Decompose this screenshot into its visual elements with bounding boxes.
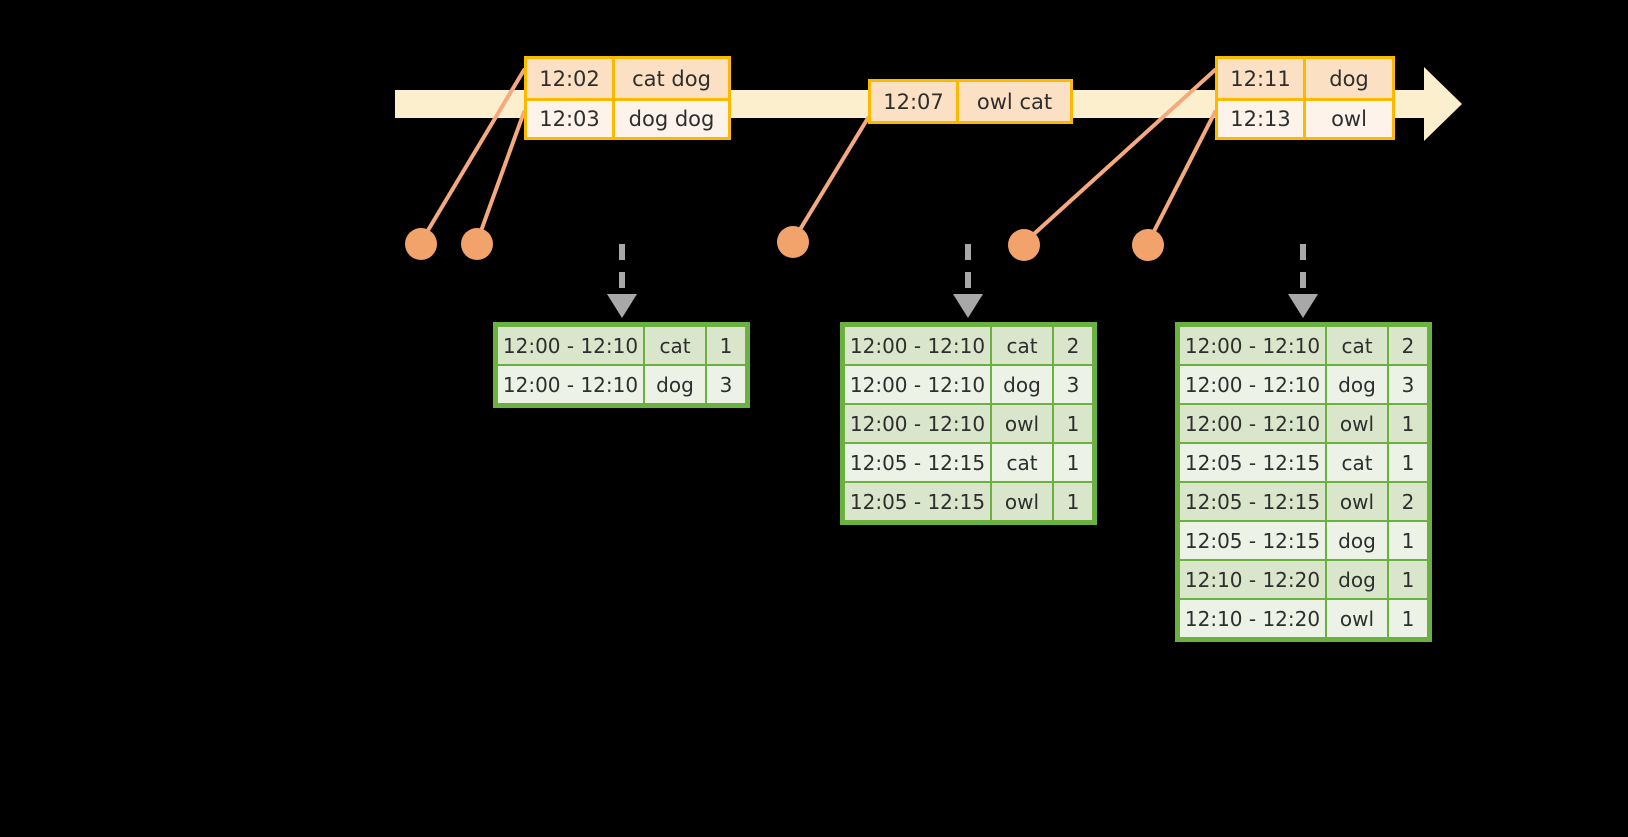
event-row[interactable]: 12:02 cat dog — [527, 59, 728, 98]
word-cell: dog — [1327, 522, 1387, 559]
event-time: 12:02 — [527, 59, 612, 98]
window-cell: 12:00 - 12:10 — [845, 405, 990, 442]
window-cell: 12:00 - 12:10 — [845, 366, 990, 403]
result-table-2[interactable]: 12:00 - 12:10 cat 2 12:00 - 12:10 dog 3 … — [840, 322, 1097, 525]
table-row[interactable]: 12:00 - 12:10 cat 2 — [845, 327, 1092, 364]
count-cell: 2 — [1389, 483, 1427, 520]
word-cell: owl — [992, 405, 1052, 442]
event-time: 12:11 — [1218, 59, 1303, 98]
event-row[interactable]: 12:11 dog — [1218, 59, 1392, 98]
count-cell: 1 — [1054, 483, 1092, 520]
event-dot-3 — [777, 226, 809, 258]
event-dot-2 — [461, 228, 493, 260]
table-row[interactable]: 12:00 - 12:10 owl 1 — [845, 405, 1092, 442]
word-cell: cat — [1327, 327, 1387, 364]
result-table-3[interactable]: 12:00 - 12:10 cat 2 12:00 - 12:10 dog 3 … — [1175, 322, 1432, 642]
word-cell: owl — [992, 483, 1052, 520]
word-cell: cat — [992, 444, 1052, 481]
table-row[interactable]: 12:00 - 12:10 dog 3 — [845, 366, 1092, 403]
word-cell: owl — [1327, 483, 1387, 520]
event-row[interactable]: 12:03 dog dog — [527, 98, 728, 137]
count-cell: 1 — [1389, 600, 1427, 637]
count-cell: 3 — [1389, 366, 1427, 403]
table-row[interactable]: 12:00 - 12:10 dog 3 — [498, 366, 745, 403]
table-row[interactable]: 12:05 - 12:15 cat 1 — [845, 444, 1092, 481]
word-cell: cat — [1327, 444, 1387, 481]
window-cell: 12:10 - 12:20 — [1180, 561, 1325, 598]
count-cell: 2 — [1389, 327, 1427, 364]
table-row[interactable]: 12:10 - 12:20 dog 1 — [1180, 561, 1427, 598]
event-words: owl cat — [956, 82, 1070, 121]
window-cell: 12:00 - 12:10 — [1180, 405, 1325, 442]
event-words: dog — [1303, 59, 1392, 98]
event-group-2[interactable]: 12:07 owl cat — [868, 79, 1073, 124]
window-cell: 12:05 - 12:15 — [845, 483, 990, 520]
word-cell: dog — [992, 366, 1052, 403]
count-cell: 1 — [1389, 561, 1427, 598]
result-table-1[interactable]: 12:00 - 12:10 cat 1 12:00 - 12:10 dog 3 — [493, 322, 750, 408]
event-words: cat dog — [612, 59, 728, 98]
count-cell: 2 — [1054, 327, 1092, 364]
event-time: 12:13 — [1218, 101, 1303, 137]
event-row[interactable]: 12:07 owl cat — [871, 82, 1070, 121]
event-dots — [405, 226, 1164, 261]
count-cell: 1 — [1389, 405, 1427, 442]
word-cell: dog — [645, 366, 705, 403]
event-time: 12:03 — [527, 101, 612, 137]
word-cell: owl — [1327, 405, 1387, 442]
window-cell: 12:00 - 12:10 — [1180, 327, 1325, 364]
word-cell: owl — [1327, 600, 1387, 637]
window-cell: 12:00 - 12:10 — [498, 327, 643, 364]
event-words: owl — [1303, 101, 1392, 137]
window-cell: 12:05 - 12:15 — [845, 444, 990, 481]
table-row[interactable]: 12:05 - 12:15 dog 1 — [1180, 522, 1427, 559]
window-cell: 12:05 - 12:15 — [1180, 444, 1325, 481]
count-cell: 1 — [1389, 444, 1427, 481]
table-row[interactable]: 12:05 - 12:15 cat 1 — [1180, 444, 1427, 481]
word-cell: dog — [1327, 561, 1387, 598]
word-cell: cat — [645, 327, 705, 364]
window-cell: 12:00 - 12:10 — [845, 327, 990, 364]
count-cell: 3 — [1054, 366, 1092, 403]
event-group-1[interactable]: 12:02 cat dog 12:03 dog dog — [524, 56, 731, 140]
table-row[interactable]: 12:05 - 12:15 owl 1 — [845, 483, 1092, 520]
table-row[interactable]: 12:00 - 12:10 cat 2 — [1180, 327, 1427, 364]
table-row[interactable]: 12:05 - 12:15 owl 2 — [1180, 483, 1427, 520]
window-cell: 12:05 - 12:15 — [1180, 522, 1325, 559]
window-cell: 12:00 - 12:10 — [498, 366, 643, 403]
event-dot-4 — [1008, 229, 1040, 261]
event-dot-5 — [1132, 229, 1164, 261]
emit-arrows — [607, 244, 1318, 318]
count-cell: 1 — [1054, 444, 1092, 481]
event-row[interactable]: 12:13 owl — [1218, 98, 1392, 137]
word-cell: dog — [1327, 366, 1387, 403]
window-cell: 12:05 - 12:15 — [1180, 483, 1325, 520]
table-row[interactable]: 12:00 - 12:10 owl 1 — [1180, 405, 1427, 442]
event-words: dog dog — [612, 101, 728, 137]
event-group-3[interactable]: 12:11 dog 12:13 owl — [1215, 56, 1395, 140]
event-dot-1 — [405, 228, 437, 260]
table-row[interactable]: 12:10 - 12:20 owl 1 — [1180, 600, 1427, 637]
window-cell: 12:10 - 12:20 — [1180, 600, 1325, 637]
window-cell: 12:00 - 12:10 — [1180, 366, 1325, 403]
count-cell: 1 — [1389, 522, 1427, 559]
table-row[interactable]: 12:00 - 12:10 dog 3 — [1180, 366, 1427, 403]
count-cell: 1 — [1054, 405, 1092, 442]
table-row[interactable]: 12:00 - 12:10 cat 1 — [498, 327, 745, 364]
event-time: 12:07 — [871, 82, 956, 121]
word-cell: cat — [992, 327, 1052, 364]
count-cell: 1 — [707, 327, 745, 364]
count-cell: 3 — [707, 366, 745, 403]
